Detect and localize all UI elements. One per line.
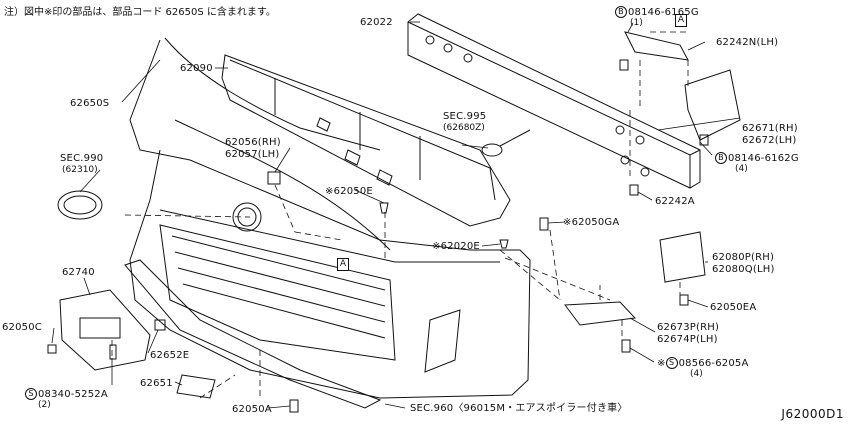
part-label-62740[interactable]: 62740 bbox=[62, 267, 95, 278]
fastener-parts bbox=[47, 59, 709, 413]
part-label-62050A[interactable]: 62050A bbox=[232, 404, 272, 415]
section-label-960[interactable]: SEC.960〈96015M・エアスポイラー付き車〉 bbox=[410, 403, 628, 414]
part-label-62090[interactable]: 62090 bbox=[180, 63, 213, 74]
part-label-62242A[interactable]: 62242A bbox=[655, 196, 695, 207]
section-sub-990: (62310) bbox=[62, 165, 98, 175]
bolt-b1-qty: (1) bbox=[630, 18, 643, 28]
document-id: J62000D1 bbox=[781, 407, 844, 421]
tow-hook-part bbox=[481, 129, 531, 157]
s-circle-icon: S bbox=[25, 388, 37, 400]
section-label-995[interactable]: SEC.995 bbox=[443, 111, 487, 122]
lower-spoiler-part bbox=[124, 259, 382, 409]
bumper-reinforcement-part bbox=[407, 13, 701, 189]
leader-lines bbox=[51, 21, 741, 409]
part-label-62650S[interactable]: 62650S bbox=[70, 98, 110, 109]
b-circle-icon: B bbox=[615, 6, 627, 18]
s-circle-icon: S bbox=[665, 357, 678, 369]
emblem-part bbox=[57, 190, 103, 220]
part-label-62020E[interactable]: ※62020E bbox=[432, 241, 480, 252]
screw-s2-qty: (2) bbox=[38, 400, 51, 410]
part-label-62674P[interactable]: 62674P(LH) bbox=[657, 334, 718, 345]
section-label-990[interactable]: SEC.990 bbox=[60, 153, 104, 164]
license-bracket-part bbox=[59, 289, 151, 371]
bolt-b2-qty: (4) bbox=[735, 164, 748, 174]
dashed-assembly-lines bbox=[111, 31, 689, 400]
included-mark: ※ bbox=[657, 358, 666, 369]
section-sub-995: (62680Z) bbox=[443, 123, 485, 133]
part-label-62080Q[interactable]: 62080Q(LH) bbox=[712, 264, 775, 275]
part-label-62080P[interactable]: 62080P(RH) bbox=[712, 252, 775, 263]
callout-a-box: A bbox=[337, 258, 349, 271]
bolt-b2-number: 08146-6162G bbox=[728, 153, 799, 164]
side-bracket-parts bbox=[564, 31, 741, 326]
bumper-fascia-part bbox=[129, 37, 531, 399]
part-label-62022[interactable]: 62022 bbox=[360, 17, 393, 28]
part-label-62050EA[interactable]: 62050EA bbox=[710, 302, 757, 313]
callout-a-box: A bbox=[675, 14, 687, 27]
part-label-62673P[interactable]: 62673P(RH) bbox=[657, 322, 720, 333]
screw-s1-number: 08566-6205A bbox=[678, 358, 749, 369]
screw-s1-qty: (4) bbox=[690, 369, 703, 379]
part-label-62671[interactable]: 62671(RH) bbox=[742, 123, 798, 134]
energy-absorber-part bbox=[221, 54, 511, 227]
part-label-62050C[interactable]: 62050C bbox=[2, 322, 42, 333]
parts-note: 注）図中※印の部品は、部品コード 62650S に含まれます。 bbox=[4, 7, 276, 18]
part-label-62050E[interactable]: ※62050E bbox=[325, 186, 373, 197]
part-label-62651[interactable]: 62651 bbox=[140, 378, 173, 389]
part-label-62242N[interactable]: 62242N(LH) bbox=[716, 37, 779, 48]
part-label-62056[interactable]: 62056(RH) bbox=[225, 137, 281, 148]
bolt-b1-number: 08146-6165G bbox=[628, 7, 699, 18]
b-circle-icon: B bbox=[715, 152, 727, 164]
part-label-62057[interactable]: 62057(LH) bbox=[225, 149, 280, 160]
part-label-62672[interactable]: 62672(LH) bbox=[742, 135, 797, 146]
part-label-62652E[interactable]: 62652E bbox=[150, 350, 190, 361]
part-label-62050GA[interactable]: ※62050GA bbox=[563, 217, 620, 228]
screw-s2-number: 08340-5252A bbox=[38, 389, 108, 400]
